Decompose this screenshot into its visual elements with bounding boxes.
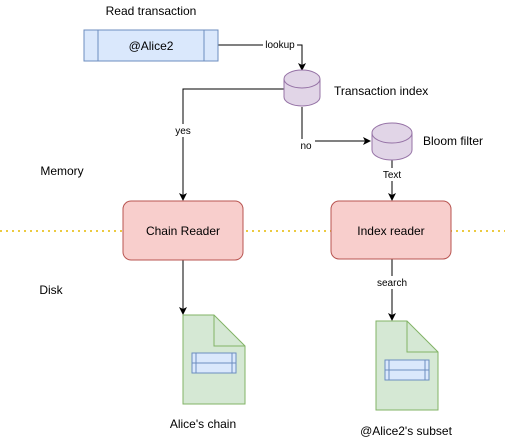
- edge-yes: yes: [172, 88, 285, 201]
- edge-text: Text: [378, 160, 406, 201]
- transaction-index-label: Transaction index: [334, 84, 428, 98]
- memory-region-label: Memory: [40, 164, 83, 178]
- edge-lookup-label: lookup: [265, 40, 295, 51]
- transaction-index-db[interactable]: Transaction index: [283, 69, 428, 107]
- alice-chain-record-icon: [191, 352, 237, 374]
- alice-chain-label: Alice's chain: [170, 417, 236, 431]
- alice2-subset-record-icon: [384, 359, 430, 381]
- chain-reader-label: Chain Reader: [146, 224, 220, 238]
- query-label: @Alice2: [129, 39, 174, 53]
- index-reader-box[interactable]: Index reader: [330, 200, 452, 260]
- query-process-box[interactable]: @Alice2: [83, 29, 219, 62]
- edge-search-label: search: [377, 278, 407, 289]
- edge-search: search: [374, 259, 410, 321]
- edge-no: no: [297, 107, 371, 152]
- diagram-title: Read transaction: [106, 4, 197, 18]
- alice-chain-document[interactable]: Alice's chain: [170, 314, 246, 431]
- bloom-filter-db[interactable]: Bloom filter: [371, 122, 483, 161]
- index-reader-label: Index reader: [357, 224, 424, 238]
- alice2-subset-document[interactable]: @Alice2's subset: [360, 320, 453, 438]
- edge-lookup: lookup: [218, 38, 306, 71]
- chain-reader-box[interactable]: Chain Reader: [122, 200, 244, 261]
- disk-region-label: Disk: [39, 283, 63, 297]
- edge-no-label: no: [300, 141, 312, 152]
- alice2-subset-label: @Alice2's subset: [360, 424, 453, 438]
- edge-yes-label: yes: [175, 126, 191, 137]
- edge-text-label: Text: [383, 170, 402, 181]
- bloom-filter-label: Bloom filter: [423, 134, 483, 148]
